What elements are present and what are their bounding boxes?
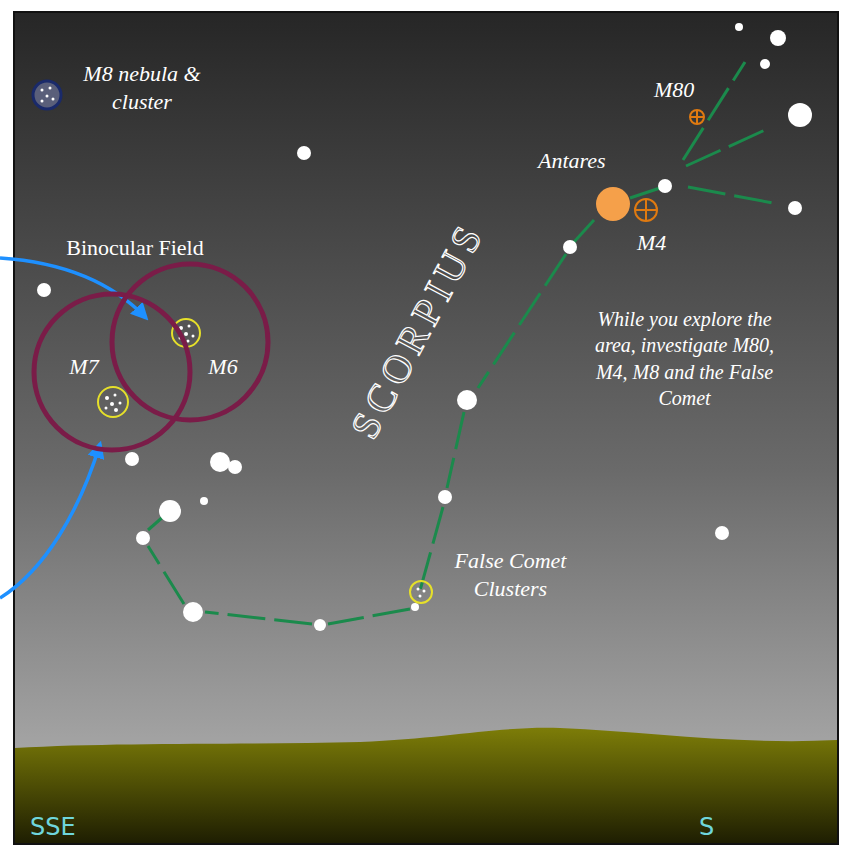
binocular-field-circle: M7 <box>31 291 193 453</box>
field-outline <box>31 291 193 453</box>
constellation-name: SCORPIUS <box>340 213 496 448</box>
field-circle <box>112 264 268 420</box>
field-label: M6 <box>208 354 237 380</box>
field-outline <box>109 261 271 423</box>
field-label: Binocular Field <box>66 234 204 262</box>
m8-nebula-symbol <box>33 81 61 109</box>
pointer-arrows <box>0 258 146 598</box>
antares-star <box>596 187 630 221</box>
field-circle <box>34 294 190 450</box>
note-text: While you explore the area, investigate … <box>582 306 787 412</box>
sky-background <box>14 12 838 844</box>
stars <box>37 23 812 631</box>
cluster-label: M4 <box>637 229 666 257</box>
direction-label: SSE <box>30 812 76 842</box>
direction-label: S <box>699 812 714 842</box>
field-label: M7 <box>69 354 98 380</box>
object-label: False Comet Clusters <box>428 547 593 602</box>
horizon-hills <box>15 728 837 843</box>
star-label: Antares <box>538 147 606 175</box>
nebula-label: M8 nebula & cluster <box>62 60 222 115</box>
cluster-label: M80 <box>654 76 694 104</box>
globular-cluster-symbols <box>635 110 704 221</box>
binocular-field-circle: M6 <box>109 261 271 423</box>
